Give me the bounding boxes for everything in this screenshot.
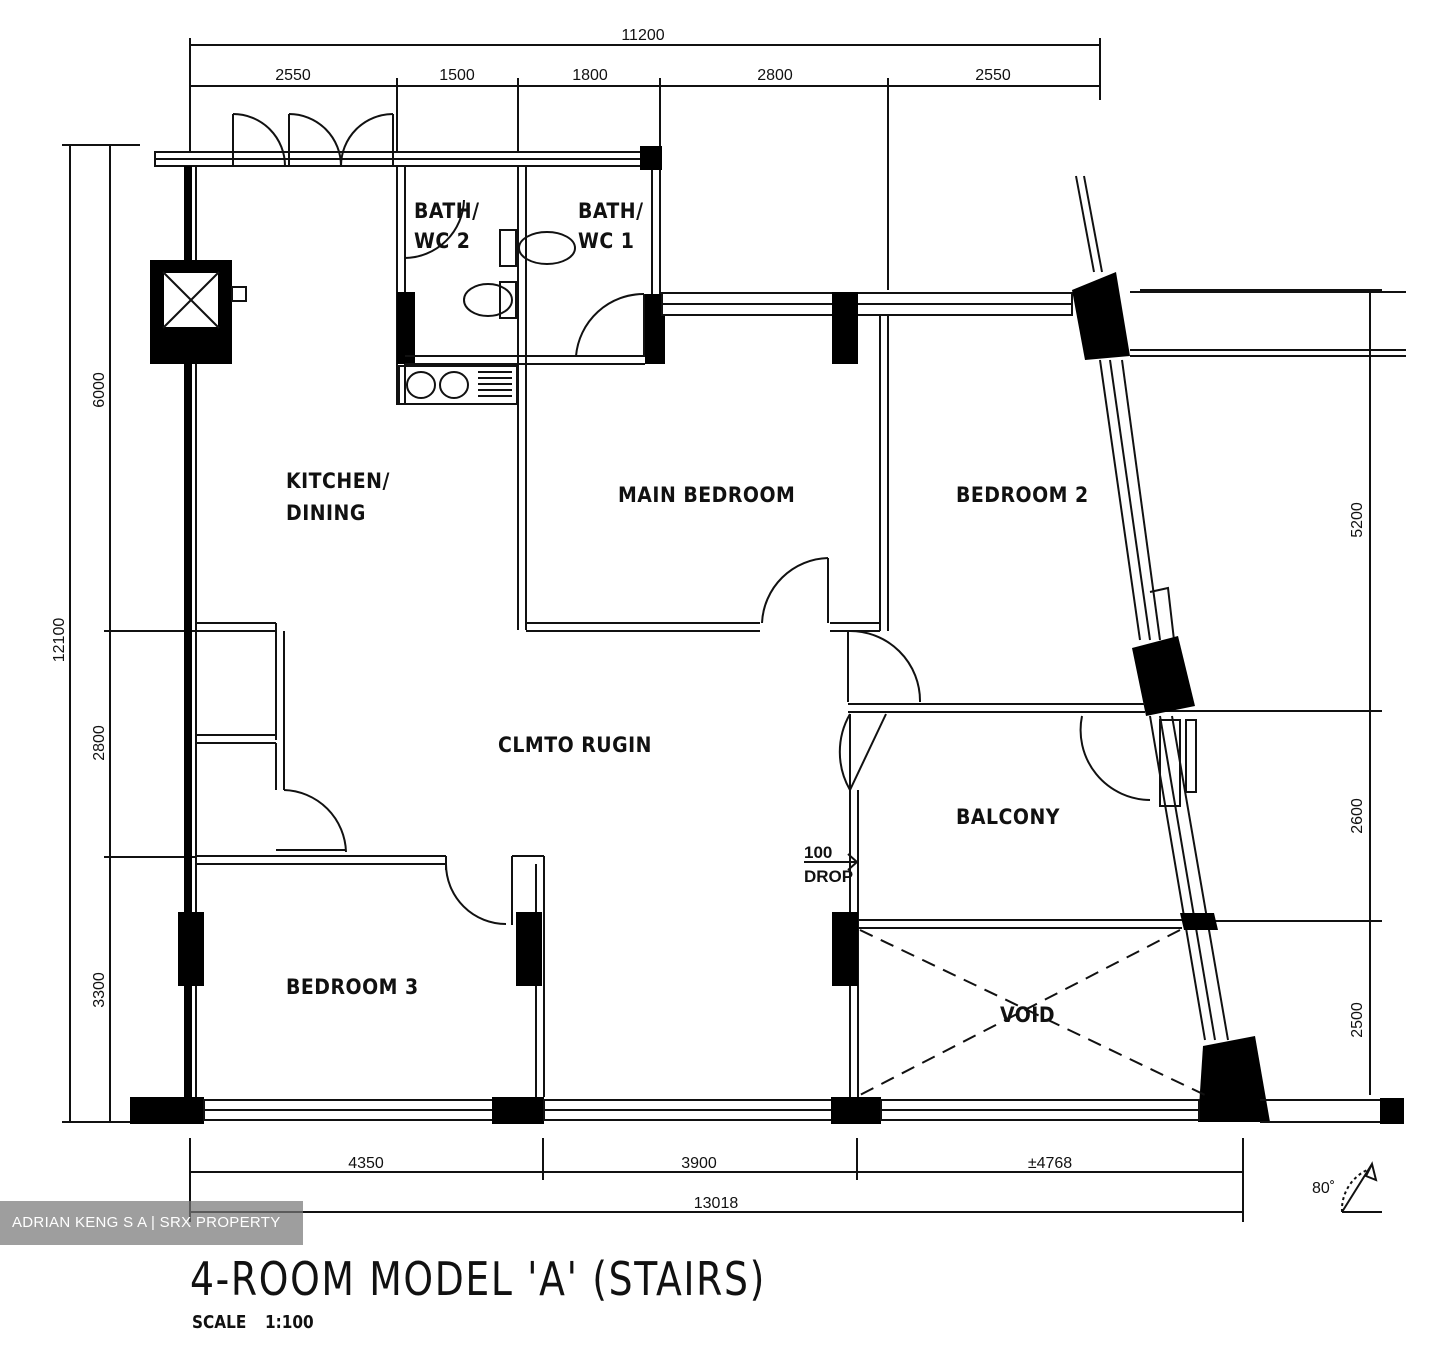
room-labels: BATH/ WC 2 BATH/ WC 1 KITCHEN/ DINING MA… — [286, 199, 1089, 1027]
label-bath2-line2: WC 2 — [414, 229, 470, 253]
interior-walls — [196, 166, 1197, 1097]
orientation-angle: 80˚ — [1312, 1180, 1335, 1197]
label-drop: DROP — [804, 867, 853, 886]
label-bath2-line1: BATH/ — [414, 199, 480, 223]
dim-bottom-1: 4350 — [348, 1155, 384, 1172]
dim-top-5: 2550 — [975, 67, 1011, 84]
dim-left-total: 12100 — [51, 618, 68, 663]
doors — [232, 113, 1151, 925]
dim-bottom-2: 3900 — [681, 1155, 717, 1172]
label-void: VOID — [1000, 1003, 1055, 1027]
right-dimensions: 5200 2600 2500 — [1140, 289, 1382, 1095]
dim-top-4: 2800 — [757, 67, 793, 84]
dim-left-2: 2800 — [91, 725, 108, 761]
label-bedroom-3: BEDROOM 3 — [286, 975, 419, 999]
left-dimensions: 12100 6000 2800 3300 — [51, 144, 196, 1123]
label-kitchen-line1: KITCHEN/ — [286, 469, 390, 493]
dim-bottom-3: ±4768 — [1028, 1155, 1072, 1172]
dim-left-3: 3300 — [91, 972, 108, 1008]
scale-note: SCALE 1:100 — [192, 1312, 332, 1333]
dim-right-1: 5200 — [1349, 502, 1366, 538]
scale-label: SCALE — [192, 1312, 247, 1333]
dim-right-3: 2500 — [1349, 1002, 1366, 1038]
label-drop-value: 100 — [804, 843, 832, 862]
dim-top-1: 2550 — [275, 67, 311, 84]
dim-top-3: 1800 — [572, 67, 608, 84]
orientation-symbol: 80˚ — [1312, 1161, 1382, 1213]
scale-value: 1:100 — [264, 1312, 314, 1333]
label-balcony: BALCONY — [956, 805, 1060, 829]
label-bedroom-2: BEDROOM 2 — [956, 483, 1089, 507]
label-living-room: CLMTO RUGIN — [498, 733, 652, 757]
dim-top-2: 1500 — [439, 67, 475, 84]
top-dimensions: 11200 2550 1500 1800 2800 2550 — [189, 27, 1101, 290]
dim-right-2: 2600 — [1349, 798, 1366, 834]
dim-left-1: 6000 — [91, 372, 108, 408]
dim-bottom-total: 13018 — [694, 1195, 739, 1212]
label-main-bedroom: MAIN BEDROOM — [618, 483, 795, 507]
label-bath1-line1: BATH/ — [578, 199, 644, 223]
dim-top-total: 11200 — [621, 27, 664, 44]
bottom-dimensions: 4350 3900 ±4768 13018 — [189, 1138, 1244, 1222]
watermark-banner: ADRIAN KENG S A | SRX PROPERTY — [0, 1201, 303, 1245]
outer-walls — [130, 146, 1406, 1124]
label-kitchen-line2: DINING — [286, 501, 366, 525]
label-bath1-line2: WC 1 — [578, 229, 634, 253]
void-area — [859, 929, 1206, 1096]
plan-title: 4-ROOM MODEL 'A' (STAIRS) — [190, 1252, 766, 1306]
